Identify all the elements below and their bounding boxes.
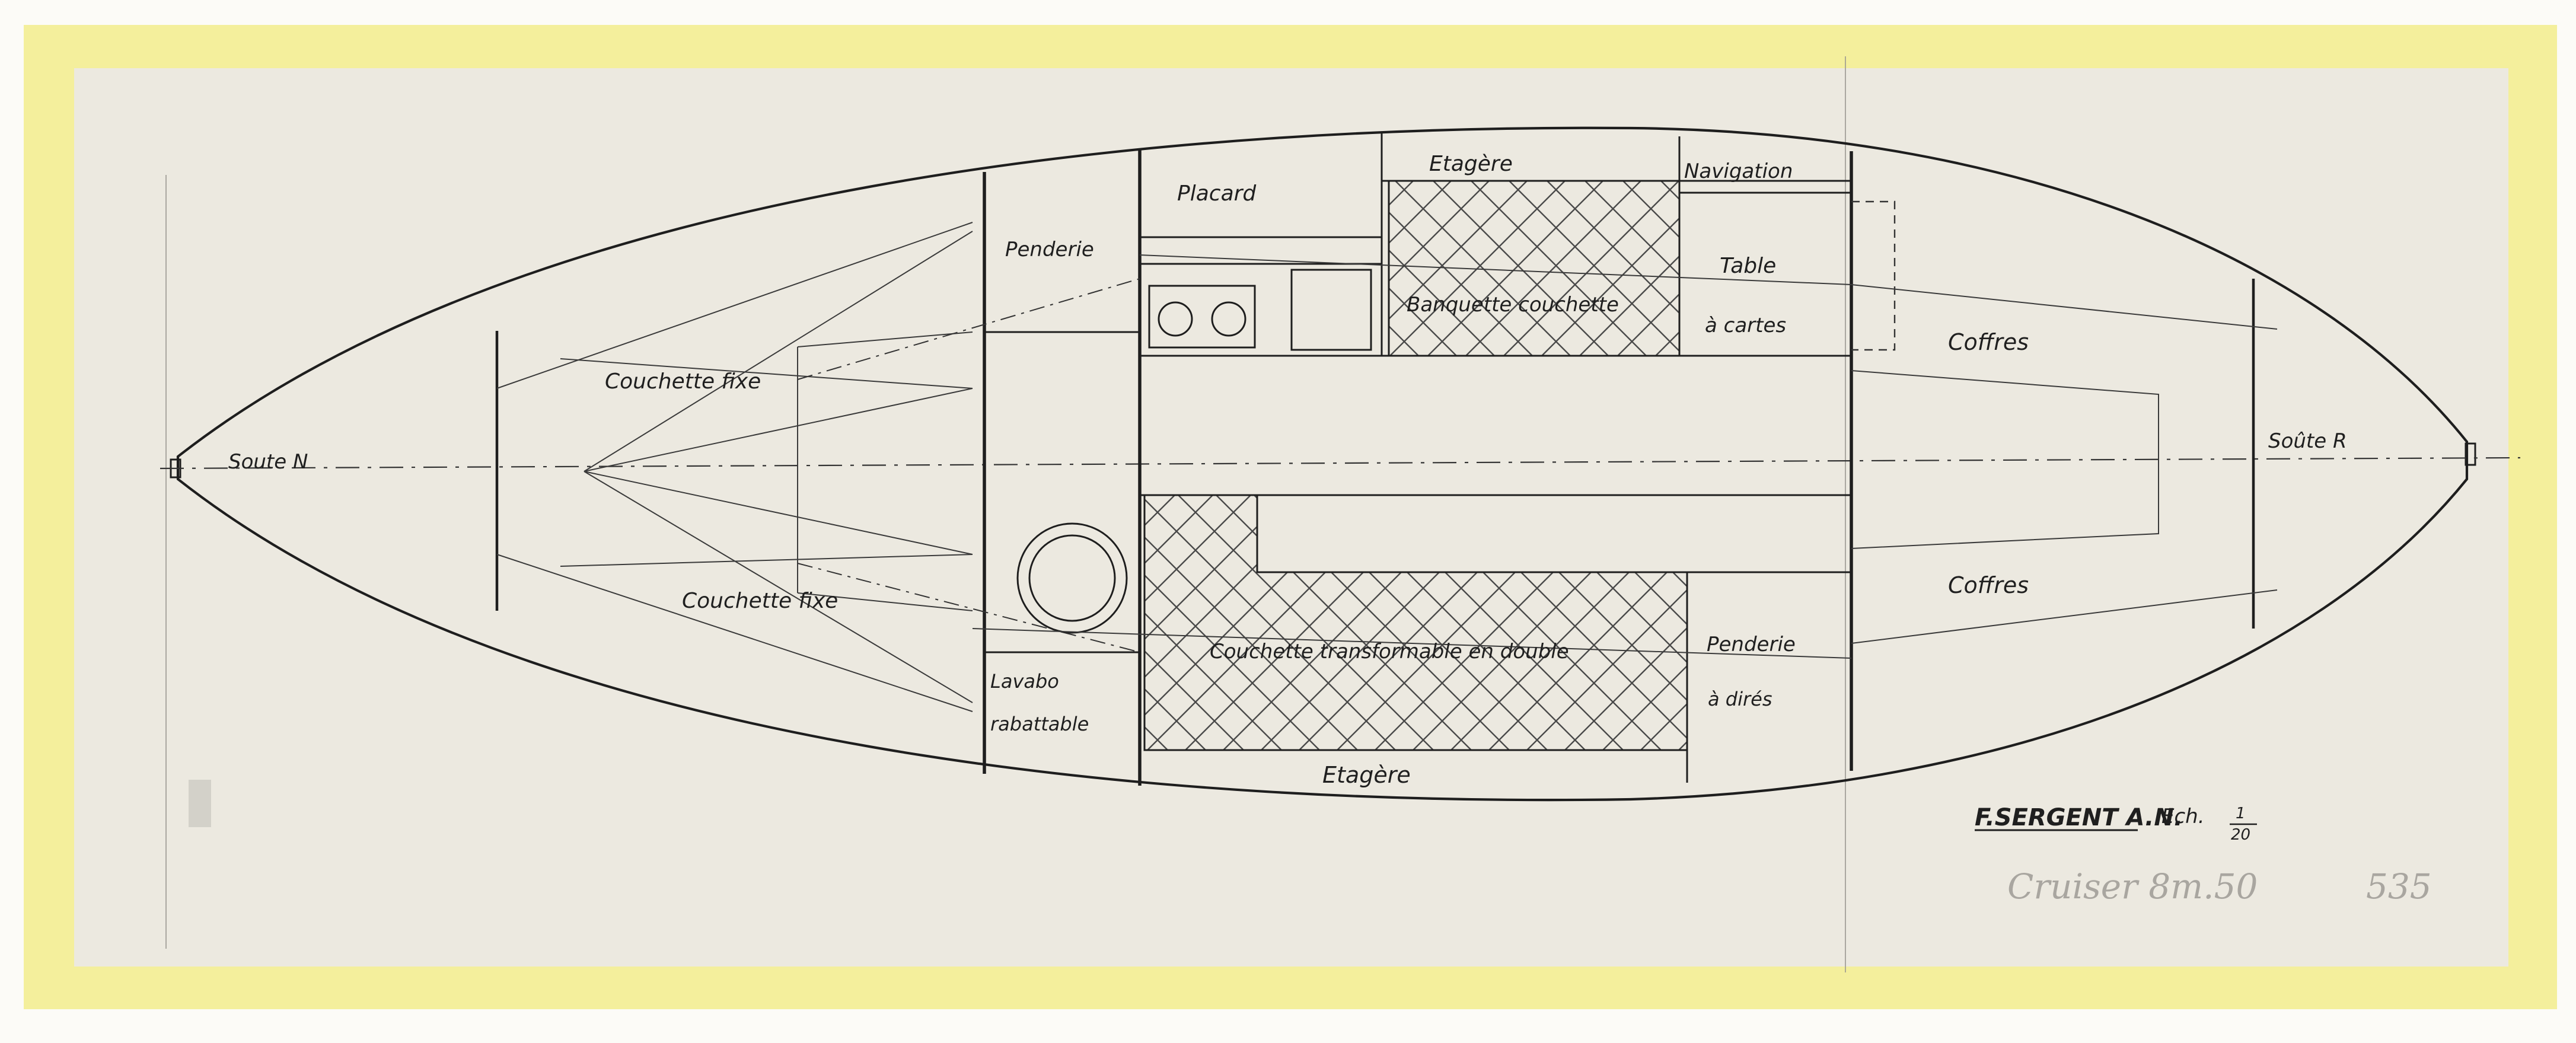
wc-inner <box>1028 534 1116 622</box>
label-rabattable: rabattable <box>990 713 1089 735</box>
label-placard: Placard <box>1177 181 1257 206</box>
stern-cap <box>2465 442 2476 466</box>
smudge-mark <box>189 780 211 827</box>
label-penderie-top: Penderie <box>1005 238 1094 261</box>
label-banquette: Banquette couchette <box>1407 293 1619 317</box>
chart-table-outline <box>1851 200 1896 351</box>
label-table: Table <box>1720 254 1776 278</box>
label-etagere-bottom: Etagère <box>1322 762 1411 788</box>
label-lavabo: Lavabo <box>990 670 1059 693</box>
v-berth-line <box>584 471 973 703</box>
label-soute-n: Soute N <box>228 450 308 474</box>
burner <box>1211 301 1246 337</box>
coffres-line <box>1851 284 2278 330</box>
v-berth-edge <box>496 554 973 712</box>
label-etagere-top: Etagère <box>1429 152 1513 176</box>
v-berth-line <box>584 471 973 555</box>
pencil-note: Cruiser 8m.50 <box>2007 866 2258 907</box>
burner <box>1158 301 1193 337</box>
v-berth-line <box>560 358 973 389</box>
settee-edge <box>972 628 1852 659</box>
label-penderie-bottom: Penderie <box>1707 633 1796 656</box>
tracing-paper <box>74 68 2508 967</box>
banquette-hatch <box>1389 181 1679 356</box>
label-coffres-top: Coffres <box>1948 329 2029 355</box>
label-couchette-transformable: Couchette transformable en double <box>1210 640 1569 664</box>
berth-end-line <box>797 592 973 611</box>
dash-line <box>797 563 1140 653</box>
pencil-number: 535 <box>2366 866 2432 907</box>
label-couchette-fixe-top: Couchette fixe <box>605 369 761 394</box>
v-berth-line <box>584 388 973 472</box>
label-coffres-bottom: Coffres <box>1948 572 2029 598</box>
label-a-dires: à dirés <box>1708 688 1772 710</box>
hull-outline <box>176 126 2469 802</box>
label-a-cartes: à cartes <box>1705 314 1786 337</box>
designer-signature: F.SERGENT A.N. <box>1975 804 2183 831</box>
scale-prefix: Ech. <box>2161 805 2205 828</box>
coffres-line <box>1851 589 2278 644</box>
label-soute-r: Soûte R <box>2268 429 2347 453</box>
berth-end-line <box>797 331 973 347</box>
sink <box>1290 269 1372 351</box>
stove <box>1148 285 1256 349</box>
label-navigation: Navigation <box>1684 160 1793 183</box>
v-berth-edge <box>496 222 973 389</box>
scale-denominator: 20 <box>2231 826 2250 844</box>
scale-numerator: 1 <box>2236 805 2246 822</box>
cockpit-outline <box>1851 370 2159 549</box>
v-berth-line <box>560 554 973 567</box>
couchette-hatch <box>1144 495 1687 750</box>
settee-edge <box>1139 254 1852 285</box>
wc-outer <box>1016 522 1128 634</box>
label-couchette-fixe-bottom: Couchette fixe <box>682 589 838 613</box>
v-berth-line <box>584 231 973 472</box>
